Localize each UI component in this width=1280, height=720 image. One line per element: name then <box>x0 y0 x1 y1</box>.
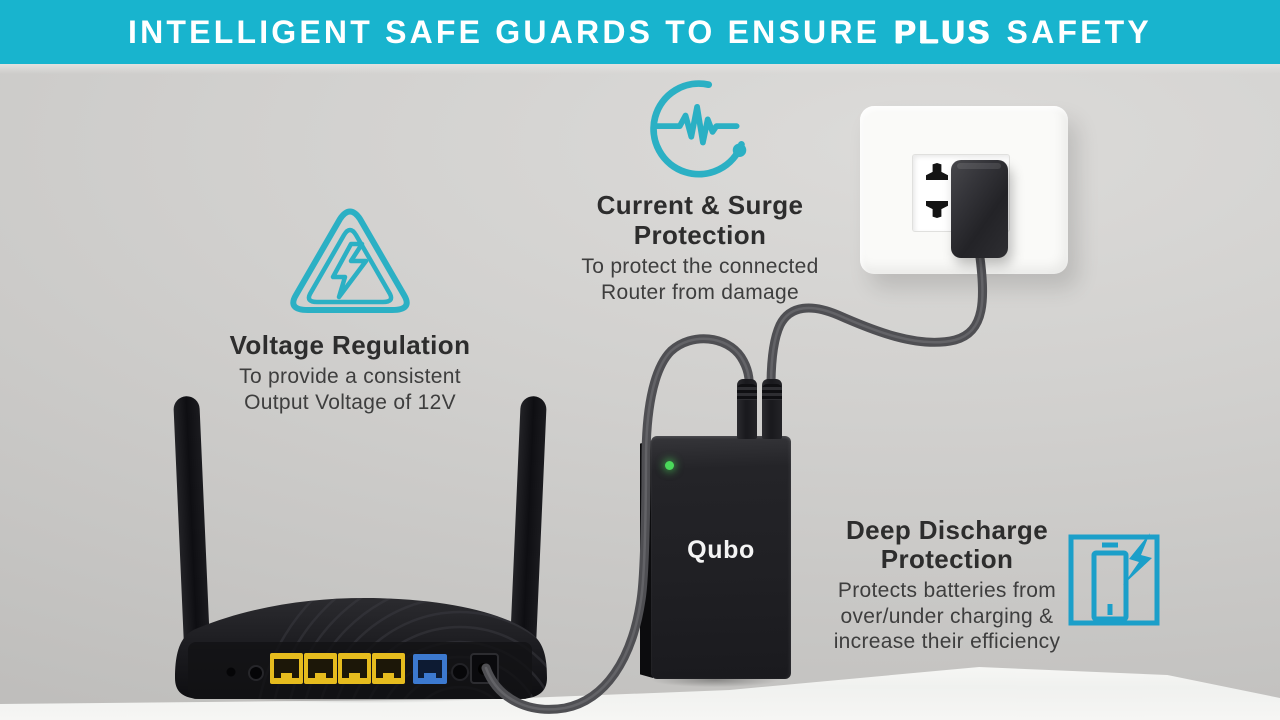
dc-connector-right <box>762 379 782 439</box>
power-adapter <box>951 160 1008 258</box>
banner-highlight: PLUS <box>894 13 993 50</box>
qubo-logo: Qubo <box>687 536 755 564</box>
router-wps-button <box>248 665 264 681</box>
router-power-button <box>451 663 469 681</box>
icon-wrap <box>1066 528 1162 633</box>
icon-wrap <box>175 204 525 322</box>
router-reset-button <box>226 667 236 677</box>
ethernet-port-tabs <box>281 673 394 682</box>
feature-description: To protect the connected Router from dam… <box>581 255 819 304</box>
feature-title: Current & Surge Protection <box>596 190 804 250</box>
qubo-ups-device: Qubo <box>640 436 792 682</box>
power-led <box>665 461 674 470</box>
feature-description: To provide a consistent Output Voltage o… <box>239 365 461 414</box>
feature-title: Deep Discharge Protection <box>845 515 1049 574</box>
icon-wrap <box>555 76 845 182</box>
socket-pin-hole-top <box>926 163 948 180</box>
top-banner: INTELLIGENT SAFE GUARDS TO ENSURE PLUS S… <box>0 0 1280 64</box>
socket-pin-hole-bottom <box>926 201 948 218</box>
feature-voltage-regulation: Voltage Regulation To provide a consiste… <box>175 198 525 416</box>
high-voltage-triangle-icon <box>290 208 410 313</box>
feature-deep-discharge-protection: Deep Discharge Protection Protects batte… <box>816 516 1078 655</box>
router-antenna-left <box>173 396 212 693</box>
router-dc-plug <box>478 663 490 675</box>
wan-port-tab <box>424 673 436 682</box>
feature-current-surge-protection: Current & Surge Protection To protect th… <box>555 76 845 306</box>
feature-description: Protects batteries from over/under charg… <box>833 579 1061 653</box>
banner-text: INTELLIGENT SAFE GUARDS TO ENSURE PLUS S… <box>128 13 1152 50</box>
dc-connector-left <box>737 379 757 439</box>
feature-title: Voltage Regulation <box>229 330 471 360</box>
current-pulse-circle-icon <box>650 80 747 178</box>
wireless-router <box>173 396 547 699</box>
battery-lightning-icon <box>1068 533 1160 626</box>
ethernet-port-slots <box>274 659 401 678</box>
